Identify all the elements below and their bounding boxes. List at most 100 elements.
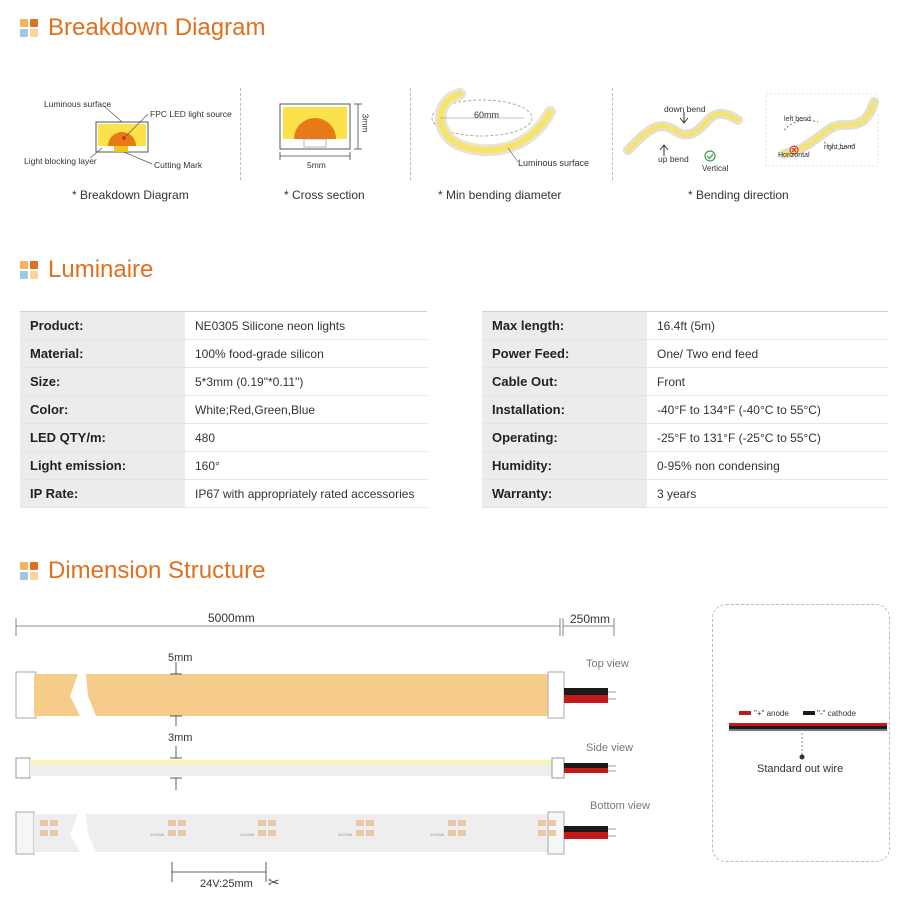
solder-pad <box>366 830 374 836</box>
spec-value: 16.4ft (5m) <box>647 311 888 340</box>
spec-row: Operating:-25°F to 131°F (-25°C to 55°C) <box>482 423 888 452</box>
divider <box>240 88 241 180</box>
label-cutting-mark: Cutting Mark <box>154 160 203 170</box>
bending-luminous-label: Luminous surface <box>518 158 590 168</box>
solder-pad <box>356 820 364 826</box>
spec-value: NE0305 Silicone neon lights <box>185 311 427 340</box>
spec-key: Cable Out: <box>482 367 647 396</box>
caption-breakdown: * Breakdown Diagram <box>72 188 189 202</box>
spec-key: Warranty: <box>482 479 647 508</box>
horizontal-label: Horizontal <box>778 152 810 159</box>
solder-pad <box>448 820 456 826</box>
wire-illustration <box>729 711 887 760</box>
spec-row: Color:White;Red,Green,Blue <box>20 395 427 424</box>
cross-section-height: 3mm <box>360 113 371 133</box>
down-bend-label: down bend <box>664 104 706 114</box>
divider <box>612 88 613 180</box>
min-bending-panel: 60mm Luminous surface * Min bending diam… <box>420 88 610 210</box>
solder-pad <box>168 830 176 836</box>
width-dimension: 5mm <box>168 652 193 664</box>
spec-row: Product:NE0305 Silicone neon lights <box>20 311 427 340</box>
spec-row: LED QTY/m:480 <box>20 423 427 452</box>
spec-key: Power Feed: <box>482 339 647 368</box>
section-title-text: Luminaire <box>48 256 154 283</box>
spec-value: 3 years <box>647 479 888 508</box>
cross-section-width: 5mm <box>307 160 326 170</box>
solder-pad <box>178 820 186 826</box>
spec-key: Installation: <box>482 395 647 424</box>
section-title-text: Breakdown Diagram <box>48 14 266 41</box>
anode-label: "+" anode <box>754 709 789 718</box>
section-logo-icon <box>20 19 38 37</box>
solder-pad <box>268 830 276 836</box>
solder-pad <box>538 830 546 836</box>
cross-section-panel: 5mm 3mm * Cross section <box>250 90 405 210</box>
top-view-strip <box>15 662 616 726</box>
solder-pad <box>50 820 58 826</box>
side-view-label: Side view <box>586 742 634 754</box>
solder-pad <box>448 830 456 836</box>
length-dimension: 5000mm <box>208 611 255 625</box>
spec-row: Cable Out:Front <box>482 367 888 396</box>
label-light-blocking-layer: Light blocking layer <box>24 156 97 166</box>
bending-diameter-label: 60mm <box>474 110 500 120</box>
bending-diameter-illustration <box>431 88 556 163</box>
spec-key: LED QTY/m: <box>20 423 185 452</box>
height-dimension: 3mm <box>168 732 193 744</box>
caption-min-bending: * Min bending diameter <box>438 188 562 202</box>
spec-row: Material:100% food-grade silicon <box>20 339 427 368</box>
spec-row: Light emission:160° <box>20 451 427 480</box>
chip-text: 4OOMK <box>150 832 165 837</box>
spec-key: Operating: <box>482 423 647 452</box>
spec-row: Installation:-40°F to 134°F (-40°C to 55… <box>482 395 888 424</box>
spec-value: 100% food-grade silicon <box>185 339 427 368</box>
solder-pad <box>548 830 556 836</box>
solder-pad <box>538 820 546 826</box>
scissors-icon: ✂ <box>268 874 280 890</box>
standard-wire-box: "+" anode "-" cathode Standard out wire <box>712 604 890 862</box>
chip-text: 4OOMK <box>240 832 255 837</box>
vertical-label: Vertical <box>702 164 729 173</box>
solder-pad <box>458 820 466 826</box>
section-logo-icon <box>20 261 38 279</box>
spec-row: Power Feed:One/ Two end feed <box>482 339 888 368</box>
chip-text: 4OOMK <box>338 832 353 837</box>
cut-dimension: 24V:25mm <box>200 878 253 890</box>
cathode-label: "-" cathode <box>817 709 857 718</box>
spec-value: 480 <box>185 423 427 452</box>
label-luminous-surface: Luminous surface <box>44 99 112 109</box>
caption-cross-section: * Cross section <box>284 188 365 202</box>
spec-key: Humidity: <box>482 451 647 480</box>
breakdown-illustration <box>89 105 153 165</box>
solder-pad <box>178 830 186 836</box>
solder-pad <box>258 820 266 826</box>
cable-dimension: 250mm <box>570 612 611 626</box>
spec-value: IP67 with appropriately rated accessorie… <box>185 479 427 508</box>
spec-value: White;Red,Green,Blue <box>185 395 427 424</box>
caption-bending-direction: * Bending direction <box>688 188 789 202</box>
up-bend-label: up bend <box>658 154 689 164</box>
spec-row: Max length:16.4ft (5m) <box>482 311 888 340</box>
solder-pad <box>458 830 466 836</box>
side-view-strip <box>15 746 616 790</box>
section-title-breakdown: Breakdown Diagram <box>20 14 265 42</box>
solder-pad <box>258 830 266 836</box>
spec-value: 5*3mm (0.19"*0.11") <box>185 367 427 396</box>
bottom-view-label: Bottom view <box>590 800 650 812</box>
standard-out-wire-label: Standard out wire <box>757 763 844 775</box>
spec-row: Size:5*3mm (0.19"*0.11") <box>20 367 427 396</box>
spec-key: IP Rate: <box>20 479 185 508</box>
right-bend-label: right bend <box>824 144 856 151</box>
spec-table-right: Max length:16.4ft (5m)Power Feed:One/ Tw… <box>482 311 888 508</box>
solder-pad <box>356 830 364 836</box>
solder-pad <box>268 820 276 826</box>
spec-value: 160° <box>185 451 427 480</box>
breakdown-panel: Luminous surface FPC LED light source Li… <box>20 90 235 210</box>
section-title-dimension: Dimension Structure <box>20 557 265 585</box>
solder-pad <box>366 820 374 826</box>
spec-key: Max length: <box>482 311 647 340</box>
spec-value: -40°F to 134°F (-40°C to 55°C) <box>647 395 888 424</box>
label-fpc-light-source: FPC LED light source <box>150 109 232 119</box>
spec-row: Warranty:3 years <box>482 479 888 508</box>
